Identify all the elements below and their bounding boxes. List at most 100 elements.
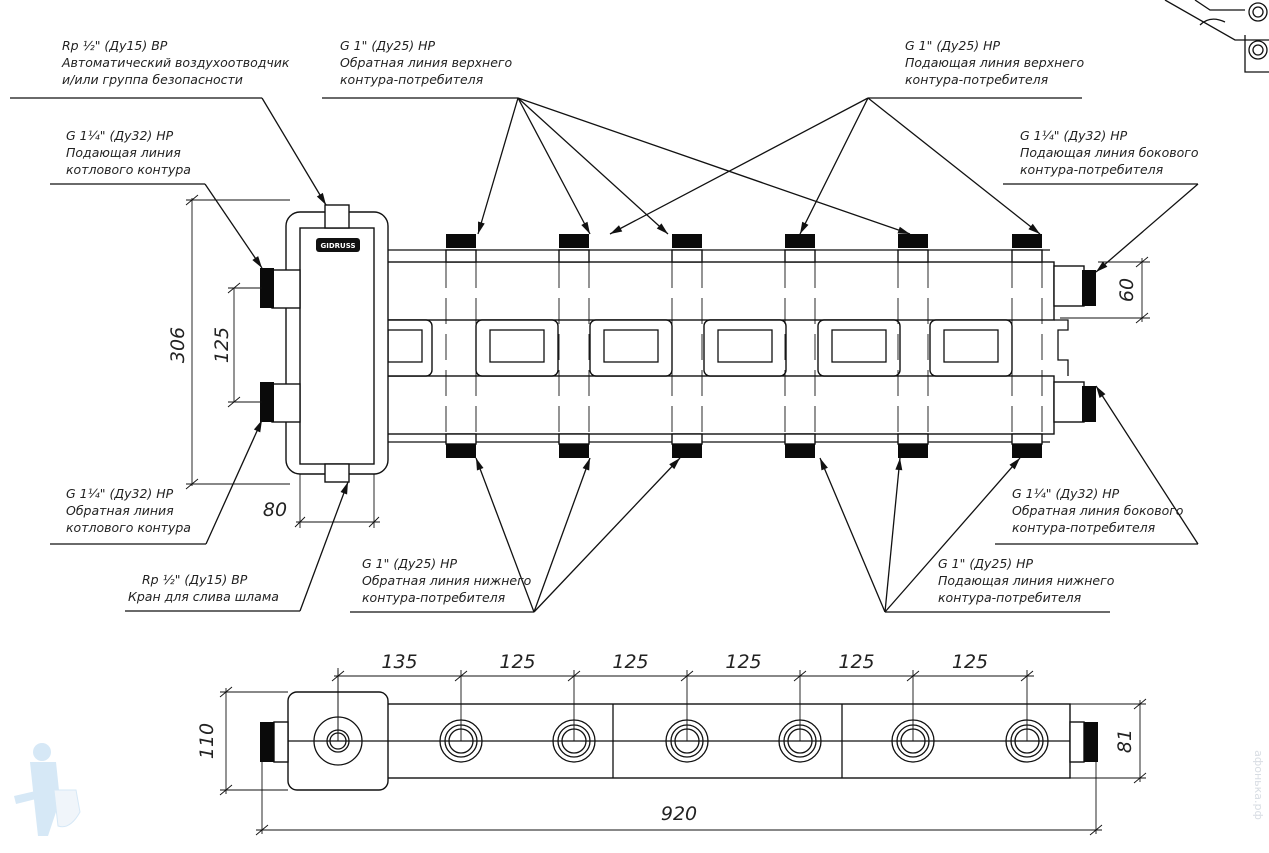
brand-logo-text: GIDRUSS (320, 242, 355, 250)
leader-line (517, 97, 591, 235)
svg-text:Подающая линия: Подающая линия (66, 145, 181, 160)
dim-boiler-ports-spacing: 125 (211, 327, 233, 363)
upper-port-thread (559, 234, 589, 248)
svg-text:Обратная линия: Обратная линия (66, 503, 174, 518)
dim-side-port-offset: 60 (1116, 278, 1138, 302)
upper-port-thread (672, 234, 702, 248)
svg-text:Rp ½" (Ду15) ВР: Rp ½" (Ду15) ВР (142, 572, 248, 587)
svg-text:G 1¼" (Ду32) НР: G 1¼" (Ду32) НР (66, 486, 174, 501)
leader-line (884, 457, 1021, 613)
leader-line (533, 457, 681, 613)
svg-text:G 1¼" (Ду32) НР: G 1¼" (Ду32) НР (1020, 128, 1128, 143)
leader-line (477, 97, 519, 235)
air-vent-port (324, 204, 350, 229)
dim-overall-length: 920 (661, 803, 697, 825)
svg-text:контура-потребителя: контура-потребителя (362, 590, 506, 605)
dim-port-spacing: 125 (952, 651, 988, 673)
connector-block (475, 319, 559, 377)
upper-port-thread (898, 234, 928, 248)
connector-window (717, 329, 773, 363)
svg-text:Обратная линия верхнего: Обратная линия верхнего (340, 55, 512, 70)
callout-side-supply: G 1¼" (Ду32) НР Подающая линия бокового … (1003, 128, 1199, 185)
arrow-head (1096, 386, 1106, 398)
lower-port-thread (1012, 444, 1042, 458)
arrow-head (1028, 223, 1040, 234)
top-view-dimensions (219, 668, 1147, 836)
arrow-head (1009, 458, 1020, 470)
leader-line (204, 183, 263, 269)
dim-top-view-depth: 110 (196, 723, 218, 759)
svg-text:G 1" (Ду25) НР: G 1" (Ду25) НР (362, 556, 458, 571)
arrow-head (820, 458, 828, 471)
connector-block (589, 319, 673, 377)
mascot-watermark (14, 743, 81, 836)
leader-line (867, 97, 1041, 235)
lower-port-thread (559, 444, 589, 458)
arrow-head (656, 223, 668, 234)
svg-text:контура-потребителя: контура-потребителя (1012, 520, 1156, 535)
arrow-head (252, 256, 262, 268)
connector-block (817, 319, 901, 377)
leader-line (517, 97, 911, 235)
arrow-head (582, 458, 590, 471)
front-view: GIDRUSS (260, 204, 1096, 483)
connector-window (831, 329, 887, 363)
dim-tick (680, 670, 694, 682)
callout-boiler-return: G 1¼" (Ду32) НР Обратная линия котлового… (50, 486, 206, 545)
dim-port-spacing: 125 (612, 651, 648, 673)
svg-text:G 1¼" (Ду32) НР: G 1¼" (Ду32) НР (1012, 486, 1120, 501)
svg-text:контура-потребителя: контура-потребителя (340, 72, 484, 87)
leader-line (799, 97, 869, 235)
svg-text:Подающая линия верхнего: Подающая линия верхнего (905, 55, 1085, 70)
svg-text:и/или группа безопасности: и/или группа безопасности (62, 72, 243, 87)
dim-tick (454, 670, 468, 682)
leader-line (1095, 385, 1199, 545)
callout-lower-supply: G 1" (Ду25) НР Подающая линия нижнего ко… (885, 556, 1115, 613)
arrow-head (476, 458, 484, 471)
connector-window (943, 329, 999, 363)
dim-port-spacing: 125 (725, 651, 761, 673)
dim-tick (567, 670, 581, 682)
dim-port-spacing: 135 (381, 651, 417, 673)
upper-port-thread (1012, 234, 1042, 248)
connector-block (703, 319, 787, 377)
svg-text:контура-потребителя: контура-потребителя (1020, 162, 1164, 177)
svg-text:контура-потребителя: контура-потребителя (938, 590, 1082, 605)
dim-port-spacing: 125 (838, 651, 874, 673)
svg-text:Подающая линия бокового: Подающая линия бокового (1020, 145, 1199, 160)
callout-upper-supply: G 1" (Ду25) НР Подающая линия верхнего к… (868, 38, 1085, 99)
svg-text:G 1" (Ду25) НР: G 1" (Ду25) НР (905, 38, 1001, 53)
boiler-supply-thread (260, 268, 274, 308)
dim-port-spacing: 125 (499, 651, 535, 673)
callout-air-vent: Rp ½" (Ду15) ВР Автоматический воздухоот… (10, 38, 290, 99)
leader-line (205, 419, 263, 545)
leader-line (609, 97, 869, 235)
svg-text:Rp ½" (Ду15) ВР: Rp ½" (Ду15) ВР (62, 38, 168, 53)
arrow-head (478, 221, 485, 234)
side-supply-thread (1082, 270, 1096, 306)
dim-tick (906, 670, 920, 682)
callout-side-return: G 1¼" (Ду32) НР Обратная линия бокового … (995, 486, 1198, 545)
callout-drain-valve: Rp ½" (Ду15) ВР Кран для слива шлама (125, 572, 300, 612)
callout-lower-return: G 1" (Ду25) НР Обратная линия нижнего ко… (350, 556, 534, 613)
leader-line (261, 97, 327, 206)
arrow-head (581, 221, 590, 234)
drain-port (324, 463, 350, 483)
arrow-head (610, 225, 623, 234)
svg-text:Кран для слива шлама: Кран для слива шлама (128, 589, 279, 604)
svg-text:контура-потребителя: контура-потребителя (905, 72, 1049, 87)
arrow-head (800, 221, 809, 234)
arrow-head (895, 458, 903, 471)
isometric-view-fragment (1164, 0, 1269, 73)
callout-upper-return: G 1" (Ду25) НР Обратная линия верхнего к… (322, 38, 518, 99)
leader-line (533, 457, 591, 613)
leader-line (819, 457, 886, 613)
callout-boiler-supply: G 1¼" (Ду32) НР Подающая линия котлового… (50, 128, 205, 185)
svg-text:G 1¼" (Ду32) НР: G 1¼" (Ду32) НР (66, 128, 174, 143)
leader-line (884, 457, 901, 613)
hydraulic-separator-body (299, 227, 375, 465)
upper-port-thread (446, 234, 476, 248)
leader-line (475, 457, 535, 613)
leader-line (299, 481, 349, 612)
